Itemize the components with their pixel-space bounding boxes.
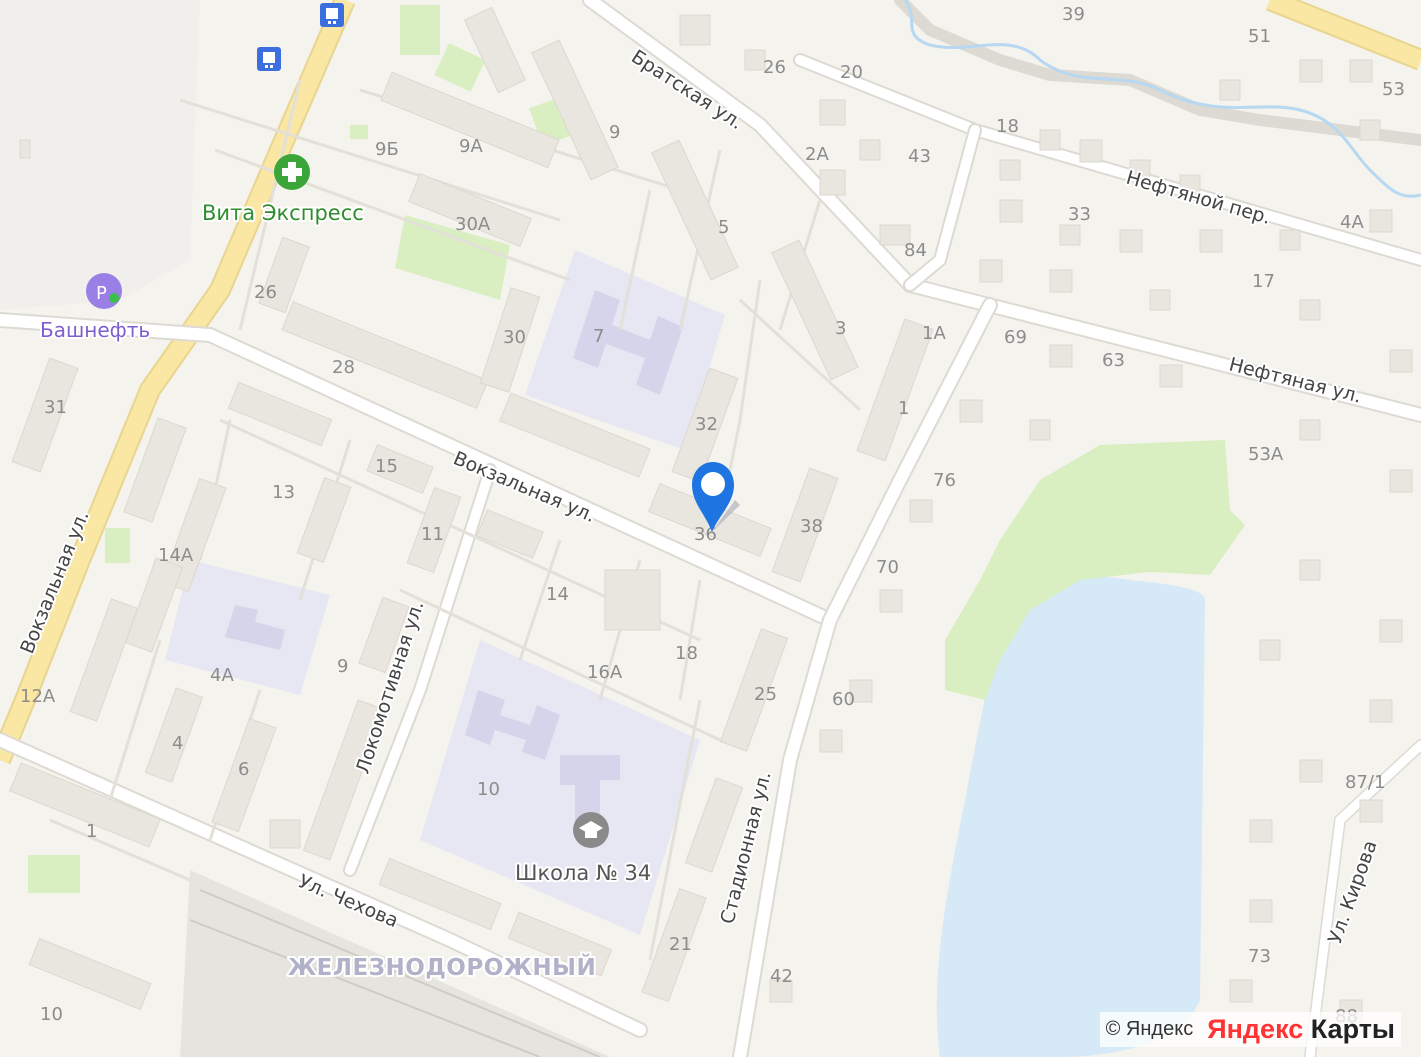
logo-ya-part: Яндекс (1207, 1014, 1304, 1044)
location-pin-icon[interactable] (692, 462, 740, 532)
house-number: 2А (805, 144, 829, 165)
park-patch (400, 5, 440, 55)
copyright-text[interactable]: © Яндекс (1105, 1018, 1194, 1040)
district-label: ЖЕЛЕЗНОДОРОЖНЫЙ (288, 953, 596, 981)
house-number: 32 (695, 414, 718, 435)
buildings (9, 6, 1413, 1023)
house-number: 51 (1248, 26, 1271, 47)
house-number: 12А (20, 686, 56, 707)
house-number: 30 (503, 327, 526, 348)
house-number: 42 (770, 966, 793, 987)
house-number: 16А (587, 662, 623, 683)
house-number: 20 (840, 62, 863, 83)
house-number: 25 (754, 684, 777, 705)
house-number: 43 (908, 146, 931, 167)
park-patch (28, 855, 80, 893)
house-number: 14А (158, 545, 194, 566)
house-number: 87/1 (1345, 772, 1385, 793)
school-34-building (465, 690, 560, 760)
bus-stop-icon[interactable] (257, 47, 281, 71)
house-number: 1 (898, 398, 909, 419)
house-number: 4А (210, 665, 234, 686)
house-number: 30А (455, 214, 491, 235)
house-number: 9 (609, 122, 620, 143)
poi-school-label: Школа № 34 (515, 861, 651, 885)
house-number: 18 (675, 643, 698, 664)
house-number: 18 (996, 116, 1019, 137)
house-number: 3 (835, 318, 846, 339)
house-number: 9А (459, 136, 483, 157)
sports-field (395, 215, 510, 300)
school-7-building (573, 290, 683, 395)
house-number: 26 (254, 282, 277, 303)
house-number: 39 (1062, 4, 1085, 25)
house-number: 38 (800, 516, 823, 537)
park-patch (434, 43, 486, 92)
house-number: 69 (1004, 327, 1027, 348)
house-number: 4А (1340, 212, 1364, 233)
house-number: 63 (1102, 350, 1125, 371)
house-number: 21 (669, 934, 692, 955)
house-numbers: 39 51 53 26 20 18 43 2А 9Б 9А 9 5 30А 33… (20, 4, 1405, 1027)
house-number: 31 (44, 397, 67, 418)
bus-stop-icon[interactable] (320, 3, 344, 27)
park-patch (105, 528, 130, 563)
logo-maps-part: Карты (1303, 1014, 1395, 1044)
yandex-maps-logo[interactable]: Яндекс Карты (1207, 1014, 1395, 1045)
house-number: 60 (832, 689, 855, 710)
house-number: 6 (238, 759, 249, 780)
park-area (945, 440, 1245, 700)
lake (936, 576, 1205, 1057)
poi-gas-station-label: Башнефть (40, 318, 150, 342)
house-number: 17 (1252, 271, 1275, 292)
school-34-building (560, 755, 620, 830)
park-patch (350, 125, 368, 139)
poi-gas-station[interactable]: P Башнефть (38, 273, 152, 344)
house-number: 7 (593, 326, 604, 347)
house-number: 73 (1248, 946, 1271, 967)
industrial-area (0, 0, 200, 310)
house-number: 76 (933, 470, 956, 491)
house-number: 28 (332, 357, 355, 378)
house-number: 14 (546, 584, 569, 605)
house-number: 11 (421, 524, 444, 545)
building-14a (225, 605, 285, 650)
house-number: 33 (1068, 204, 1091, 225)
house-number: 9Б (375, 139, 399, 160)
house-number: 84 (904, 240, 927, 261)
svg-text:P: P (96, 283, 107, 304)
house-number: 5 (718, 217, 729, 238)
house-number: 1А (922, 323, 946, 344)
house-number: 13 (272, 482, 295, 503)
house-number: 4 (172, 733, 183, 754)
house-number: 70 (876, 557, 899, 578)
house-number: 53А (1248, 444, 1284, 465)
house-number: 53 (1382, 79, 1405, 100)
house-number: 10 (40, 1004, 63, 1025)
poi-pharmacy-label: Вита Экспресс (202, 201, 364, 225)
house-number: 1 (86, 821, 97, 842)
map-footer: © Яндекс Яндекс Карты (1099, 1012, 1401, 1047)
poi-pharmacy[interactable]: Вита Экспресс (200, 154, 366, 227)
river (903, 0, 1421, 198)
house-number: 9 (337, 656, 348, 677)
house-number: 10 (477, 779, 500, 800)
poi-school[interactable]: Школа № 34 (513, 812, 653, 887)
house-number: 26 (763, 57, 786, 78)
house-number: 15 (375, 456, 398, 477)
